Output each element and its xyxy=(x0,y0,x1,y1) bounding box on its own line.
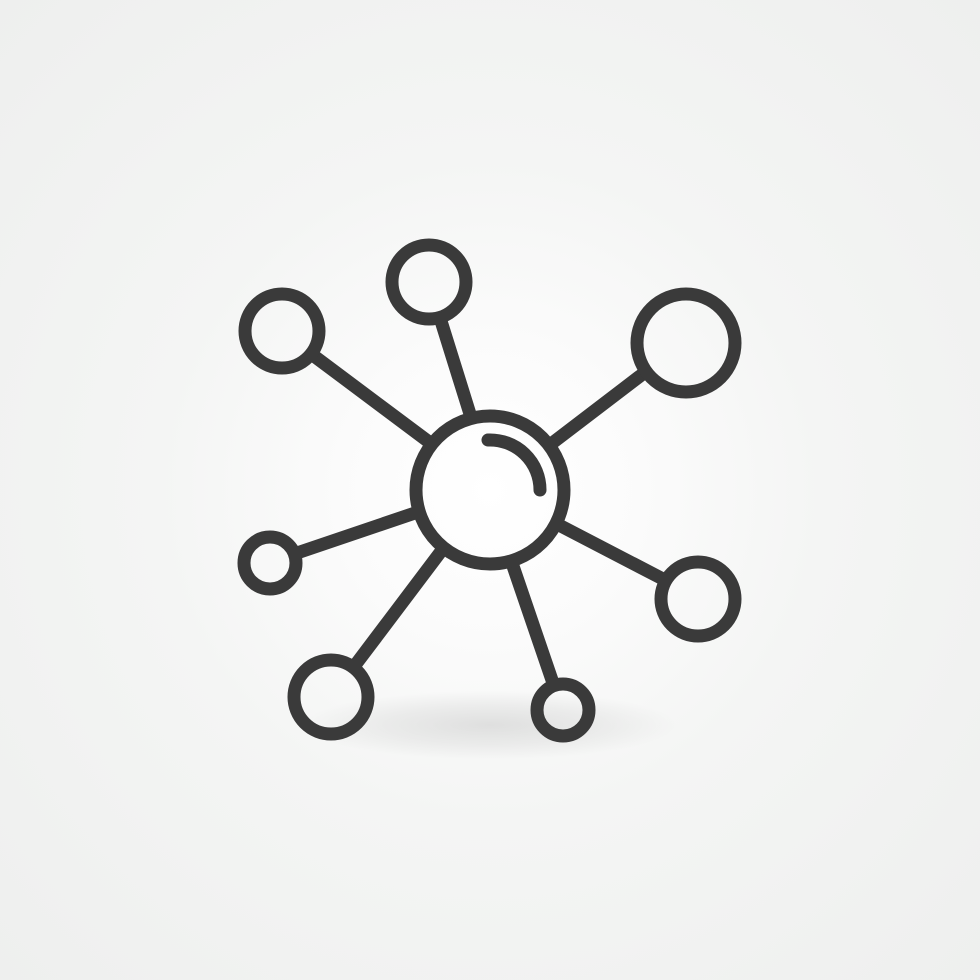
node-top-right xyxy=(630,287,742,399)
spoke-top xyxy=(434,314,477,421)
spoke-right xyxy=(550,517,668,585)
spoke-left xyxy=(290,506,422,560)
node-bottom-left xyxy=(287,653,375,741)
hub-node xyxy=(409,409,571,571)
node-bottom-right xyxy=(530,677,596,743)
spoke-top-right xyxy=(544,366,651,451)
spoke-bottom-right xyxy=(506,559,560,690)
node-left xyxy=(237,530,303,596)
hub-highlight xyxy=(481,433,547,497)
spoke-bottom-left xyxy=(349,543,449,671)
node-top xyxy=(385,238,473,326)
node-top-left xyxy=(238,287,326,375)
node-right xyxy=(654,555,742,643)
spoke-top-left xyxy=(307,349,436,449)
